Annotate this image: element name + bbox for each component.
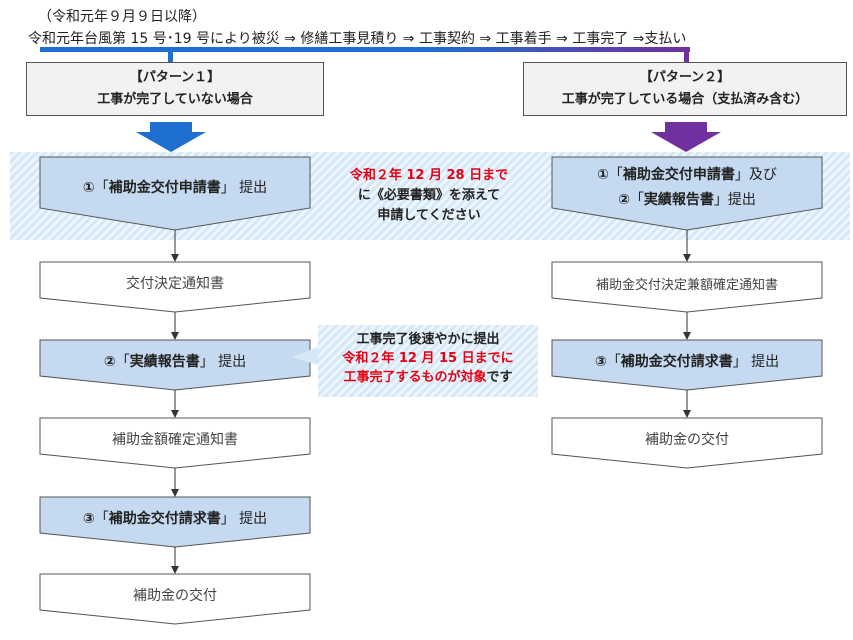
left-step1-label: ①「補助金交付申請書」 提出	[82, 180, 268, 196]
right-step2-label: 補助金交付決定兼額確定通知書	[595, 277, 778, 293]
completion-note-pointer	[292, 347, 318, 365]
left-step3-label: ②「実績報告書」 提出	[103, 354, 247, 370]
pattern2-header: 【パターン２】 工事が完了している場合（支払済み含む）	[523, 62, 847, 116]
left-step2-shape	[39, 261, 311, 313]
left-step6-label: 補助金の交付	[133, 588, 217, 604]
pattern1-title: 【パターン１】	[129, 70, 221, 85]
purple-connector	[684, 50, 689, 62]
right-step4-shape	[551, 417, 823, 469]
blue-big-arrow	[136, 122, 206, 152]
blue-connector	[168, 50, 173, 62]
completion-note-line2: 令和２年 12 月 15 日までに	[342, 351, 514, 366]
deadline-note-line1: 令和２年 12 月 28 日まで	[349, 168, 509, 183]
timeline-bar	[40, 47, 690, 52]
completion-band	[318, 325, 538, 397]
right-step1-line1: ①「補助金交付申請書」及び	[597, 167, 777, 183]
right-step4-label: 補助金の交付	[645, 432, 729, 448]
completion-note: 工事完了後速やかに提出 令和２年 12 月 15 日までに 工事完了するものが対…	[323, 330, 533, 387]
left-step6-shape	[39, 573, 311, 625]
left-step4-label: 補助金額確定通知書	[112, 432, 238, 448]
right-step2-shape	[551, 261, 823, 313]
deadline-note-line2: に《必要書類》を添えて	[357, 188, 501, 203]
left-step1-shape	[39, 156, 311, 231]
right-step1-line2: ②「実績報告書」提出	[618, 192, 756, 208]
deadline-note: 令和２年 12 月 28 日まで に《必要書類》を添えて 申請してください	[318, 166, 540, 226]
pattern2-subtitle: 工事が完了している場合（支払済み含む）	[561, 92, 809, 107]
left-step4-shape	[39, 417, 311, 469]
pattern2-title: 【パターン２】	[639, 70, 731, 85]
pattern1-header: 【パターン１】 工事が完了していない場合	[26, 62, 324, 116]
right-step1-shape	[551, 156, 823, 231]
pattern1-subtitle: 工事が完了していない場合	[97, 92, 253, 107]
process-flow-label: 令和元年台風第 15 号･19 号により被災 ⇒ 修繕工事見積り ⇒ 工事契約 …	[28, 31, 687, 47]
completion-note-line1: 工事完了後速やかに提出	[356, 332, 500, 347]
purple-big-arrow	[651, 122, 721, 152]
right-step3-label: ③「補助金交付請求書」 提出	[594, 354, 780, 370]
deadline-note-line3: 申請してください	[377, 208, 481, 223]
left-step5-shape	[39, 496, 311, 548]
right-step3-shape	[551, 339, 823, 391]
left-step2-label: 交付決定通知書	[126, 276, 224, 292]
period-label: （令和元年９月９日以降）	[38, 9, 206, 25]
left-step3-shape	[39, 339, 311, 391]
left-step5-label: ③「補助金交付請求書」 提出	[82, 511, 268, 527]
completion-note-line3: 工事完了するものが対象です	[343, 370, 513, 385]
